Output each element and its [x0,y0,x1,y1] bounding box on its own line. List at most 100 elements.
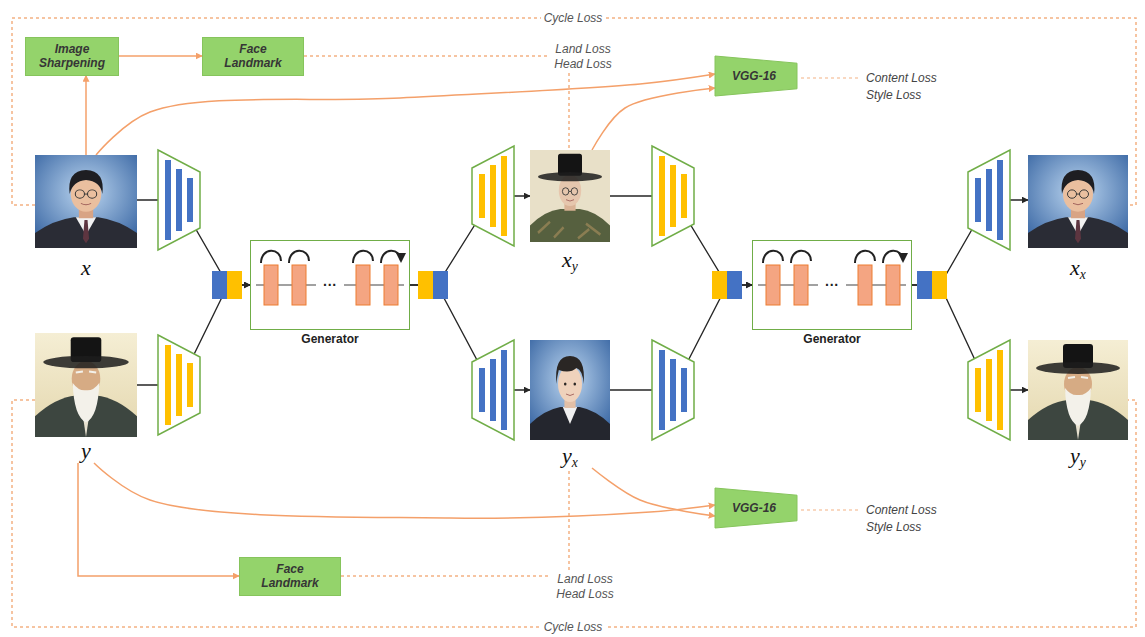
decoder [472,146,514,246]
residual-block [858,265,872,305]
decoder [968,340,1010,440]
encoder [187,178,193,222]
loss-label: Land Loss Head Loss [550,572,620,602]
residual-block [292,265,306,305]
image-panel: yy [1028,340,1128,468]
connector [592,88,715,150]
latent-block [727,271,742,299]
process-box: Face Landmark [202,37,304,76]
loss-link [341,468,569,576]
latent-block [227,271,242,299]
block-heading: Generator [743,332,921,346]
loss-label: Cycle Loss [541,11,606,26]
process-box: Image Sharpening [25,37,119,76]
symbol-subscript: x [1080,267,1086,282]
encoder [158,335,200,435]
decoder [479,368,485,412]
connector [96,74,715,155]
connector [592,468,715,516]
decoder [997,350,1003,430]
latent-block [712,271,727,299]
portrait [1028,155,1128,248]
image-label: y [81,439,91,463]
network-block: VGG-16 [715,56,797,96]
encoder [670,165,676,227]
connector [78,463,239,576]
symbol-letter: y [562,443,572,468]
box-label: Image Sharpening [32,42,112,71]
decoder [490,359,496,421]
symbol-subscript: y [1080,455,1086,470]
latent-block [433,271,448,299]
encoder [652,340,694,440]
residual-block [384,265,398,305]
image-label: x [81,256,91,280]
symbol-letter: x [562,247,572,272]
residual-block [264,265,278,305]
latent-block [212,271,947,299]
image-label: xx [1070,256,1086,280]
loss-link [304,56,569,150]
process-box: Face Landmark [239,557,341,596]
leader-line [801,78,860,510]
encoder [158,146,694,440]
residual-block [256,251,906,305]
residual-block [763,251,903,263]
loss-label: Land Loss Head Loss [548,42,618,72]
box-label: VGG-16 [732,69,776,83]
ellipsis: ··· [825,278,839,292]
symbol-letter: x [1070,255,1080,280]
decoder [968,150,1010,250]
encoder [652,146,694,246]
encoder [659,156,665,236]
decoder [501,350,507,430]
image-label: xy [562,248,578,272]
image-panel: yx [530,340,610,468]
network-shape [715,488,797,528]
encoder [187,363,193,407]
decoder [986,359,992,421]
box-label: VGG-16 [732,501,776,515]
connector [85,76,87,156]
latent-block [917,271,932,299]
network-block: VGG-16 [715,488,797,528]
loss-label: Style Loss [866,88,921,103]
encoder [670,359,676,421]
decoder [997,160,1003,240]
leader-line [801,78,860,510]
decoder [479,174,485,218]
portrait [530,340,610,440]
loss-label: Cycle Loss [541,620,606,635]
symbol-letter: y [1070,443,1080,468]
connector [94,463,715,518]
portrait [1028,340,1128,440]
loss-label: Style Loss [866,520,921,535]
symbol-letter: y [81,438,91,463]
portrait [35,155,137,248]
residual-block [356,265,370,305]
image-label: yx [562,444,578,468]
image-panel: x [35,155,137,280]
connector [119,55,202,57]
image-panel: xx [1028,155,1128,280]
encoder [659,350,665,430]
portrait [35,150,1128,440]
encoder [165,345,171,425]
loss-label: Content Loss [866,503,937,518]
encoder [681,174,687,218]
latent-block [932,271,947,299]
decoder [975,368,981,412]
network-shape [715,56,797,96]
block-heading: Generator [241,332,419,346]
portrait [35,333,137,437]
encoder [165,160,171,240]
latent-block [418,271,433,299]
residual-block [794,265,808,305]
portrait [530,150,610,242]
box-label: Face Landmark [246,562,334,591]
encoder [158,150,200,250]
loss-label: Content Loss [866,71,937,86]
